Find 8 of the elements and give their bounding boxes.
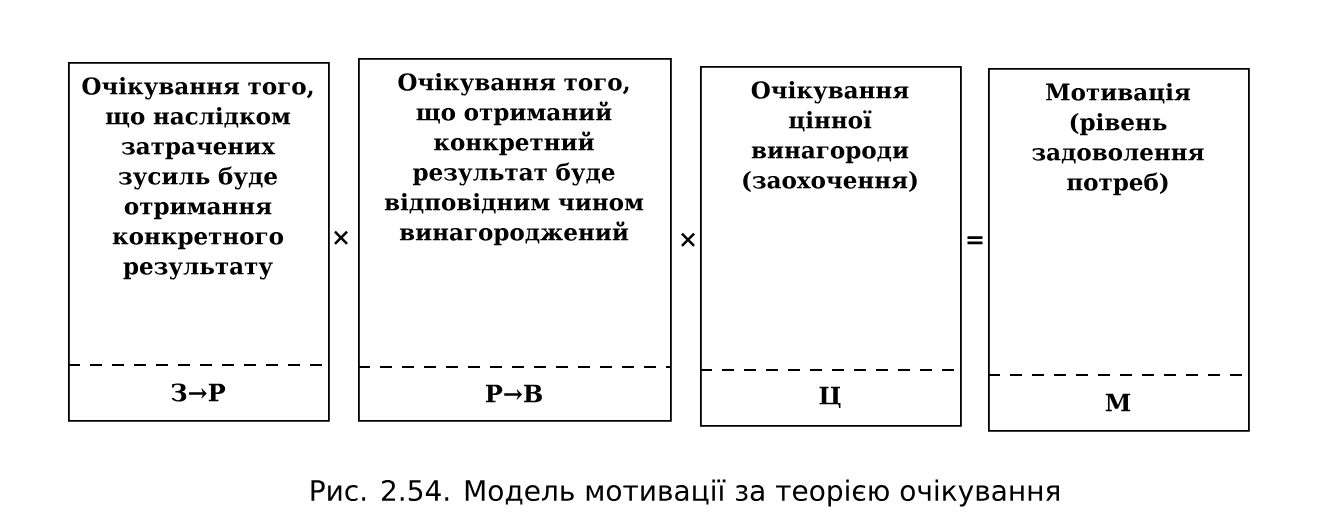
caption: Рис. 2.54. Модель мотивації за теорією очікування <box>311 479 1059 507</box>
text-box: Мотивація (рівень задоволення потреб) М <box>987 68 1250 432</box>
operator-sign: × <box>334 230 348 245</box>
text-box: Очікування того, що наслідком затрачених зусиль буде отримання конкретного результату З→Р <box>67 62 330 422</box>
text-box: Очікування цінної винагороди (заохочення) Ц <box>699 66 962 427</box>
operator-sign: × <box>681 232 695 247</box>
operator-sign: = <box>967 236 983 245</box>
text-box: Очікування того, що отриманий конкретний результат буде відповідним чином винагороджений Р→В <box>357 58 672 422</box>
